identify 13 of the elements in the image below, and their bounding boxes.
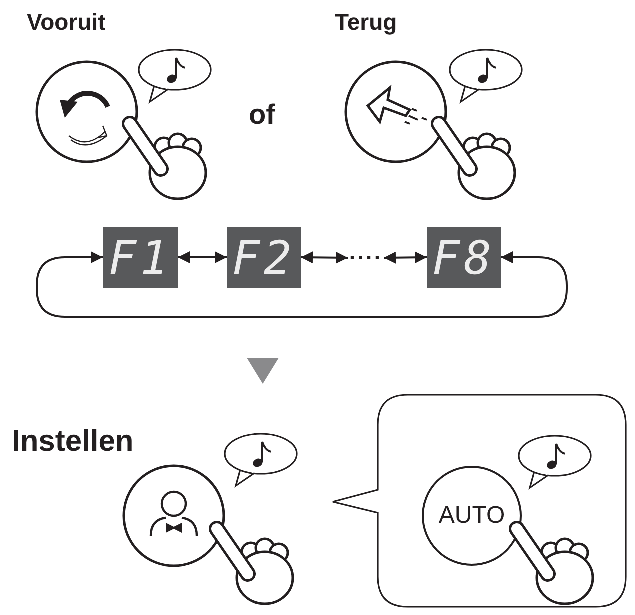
double-arrow bbox=[36, 252, 568, 318]
segment-display: F8 bbox=[427, 227, 501, 288]
ellipsis: ···· bbox=[348, 245, 384, 271]
double-arrow bbox=[178, 252, 227, 264]
double-arrow bbox=[300, 252, 348, 264]
auto-button: AUTO bbox=[422, 466, 522, 566]
heading-text: Instellen bbox=[12, 425, 134, 458]
segment-display: F2 bbox=[227, 227, 301, 288]
heading-text: Vooruit bbox=[27, 10, 106, 36]
heading-text: of bbox=[249, 100, 276, 131]
segment-display: F1 bbox=[103, 227, 178, 288]
heading-text: Terug bbox=[335, 10, 398, 36]
double-arrow bbox=[384, 252, 428, 264]
